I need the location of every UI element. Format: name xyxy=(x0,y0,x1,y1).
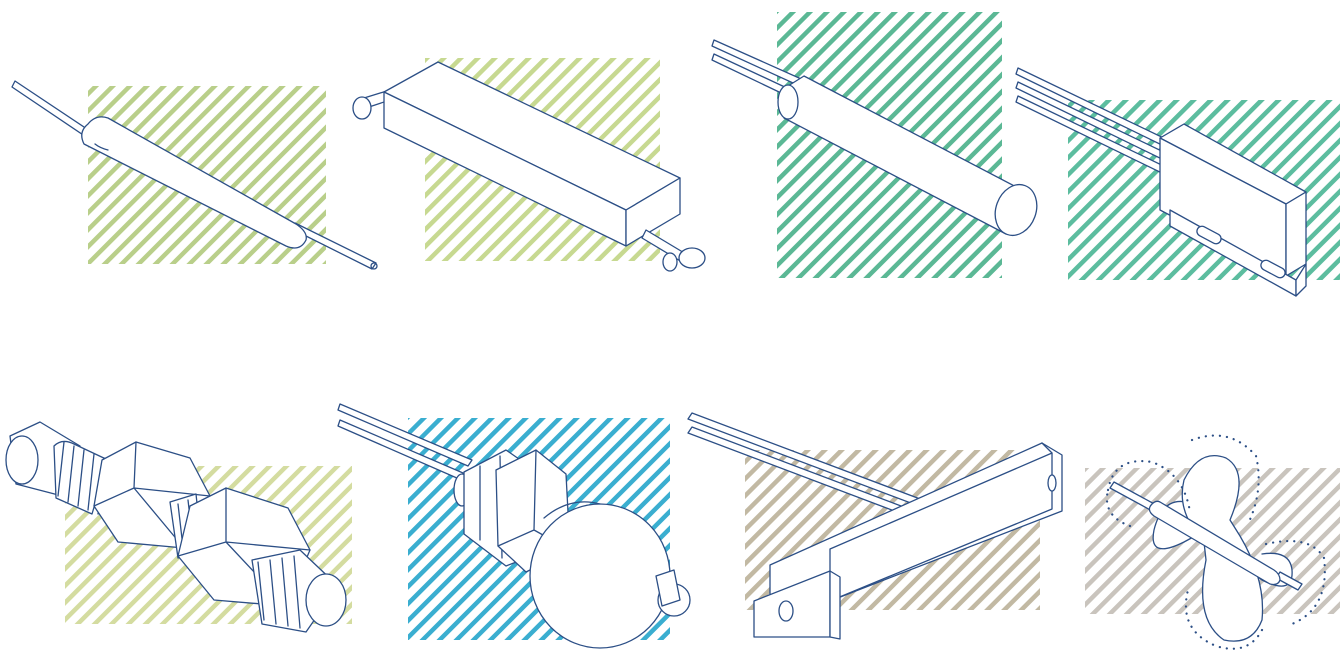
sensor-drawing xyxy=(1015,67,1307,297)
glass-reed-switch-illustration xyxy=(0,60,390,290)
sensor-drawing xyxy=(5,421,347,633)
reed-switch xyxy=(1109,481,1303,591)
sensor-drawing xyxy=(337,403,691,649)
sensor-drawing xyxy=(352,61,706,272)
bracket-reed-sensor-illustration xyxy=(680,405,1080,655)
rectangular-reed-sensor-illustration xyxy=(340,40,720,290)
flange-reed-sensor-illustration xyxy=(1010,60,1340,310)
threaded-reed-sensor-illustration xyxy=(0,410,370,655)
sensor-drawing xyxy=(711,39,1038,237)
reed-switch-field-diagram xyxy=(1080,420,1340,655)
float-reed-sensor-illustration xyxy=(330,390,730,655)
reed-switch-drawing xyxy=(11,80,378,270)
sensor-drawing xyxy=(687,412,1063,640)
cylindrical-reed-sensor-illustration xyxy=(700,0,1060,290)
